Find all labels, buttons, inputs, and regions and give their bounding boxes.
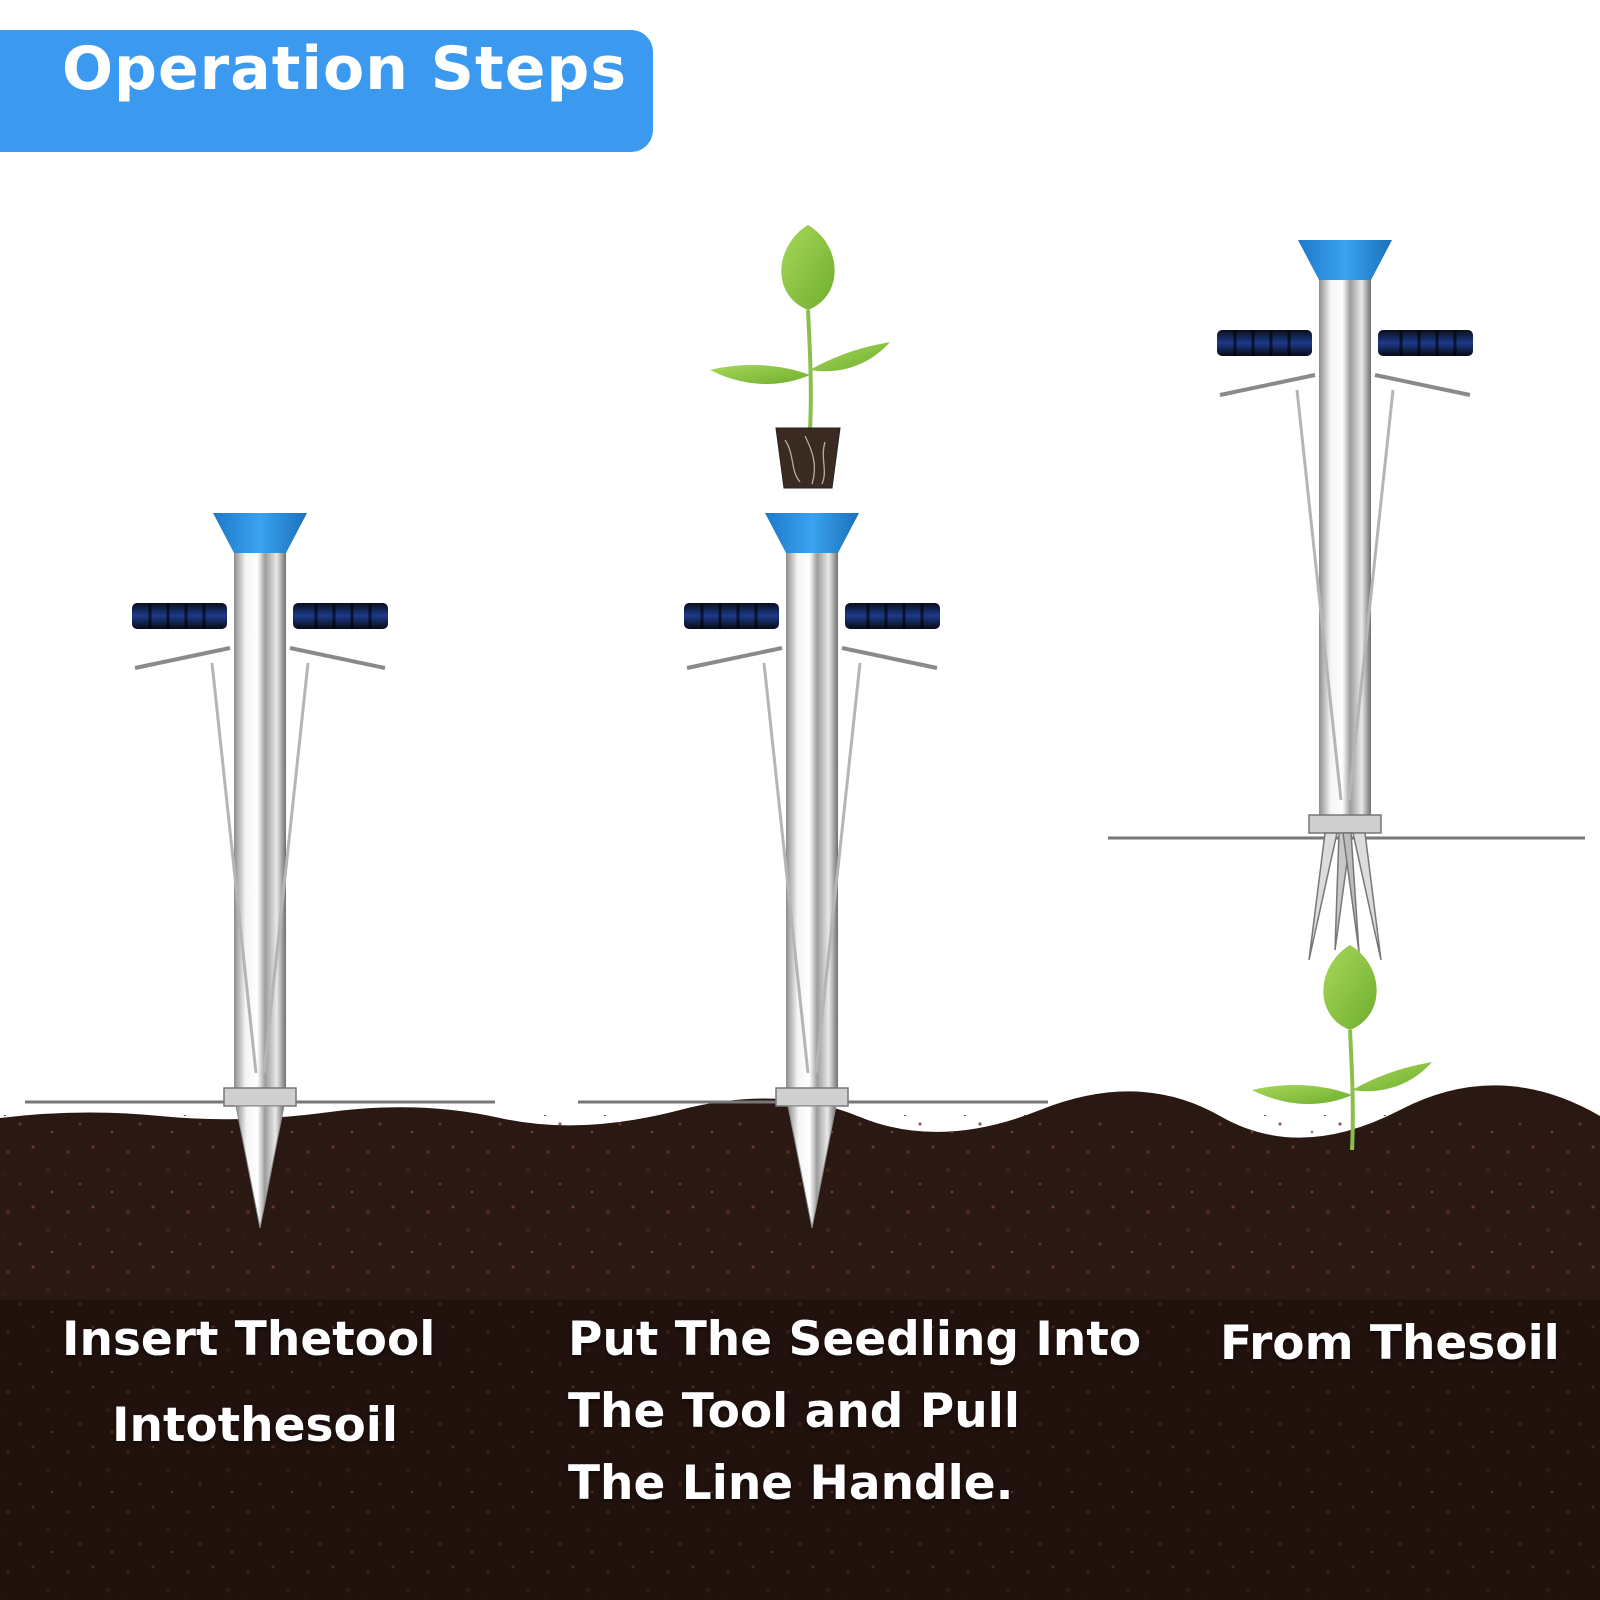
step-1-caption-line-2: Intothesoil <box>112 1398 398 1453</box>
header-banner <box>0 30 653 152</box>
step-2-caption-line-3: The Line Handle. <box>568 1456 1014 1511</box>
planter-tool-step-3 <box>1215 238 1475 962</box>
soil-plug <box>775 427 841 489</box>
header-title: Operation Steps <box>62 34 628 104</box>
step-2-caption-line-1: Put The Seedling Into <box>568 1312 1142 1367</box>
step-1-caption-line-1: Insert Thetool <box>62 1312 436 1367</box>
step-2-caption-line-2: The Tool and Pull <box>568 1384 1020 1439</box>
step-3-caption-line-1: From Thesoil <box>1220 1316 1560 1371</box>
seedling-step-2 <box>708 223 892 432</box>
